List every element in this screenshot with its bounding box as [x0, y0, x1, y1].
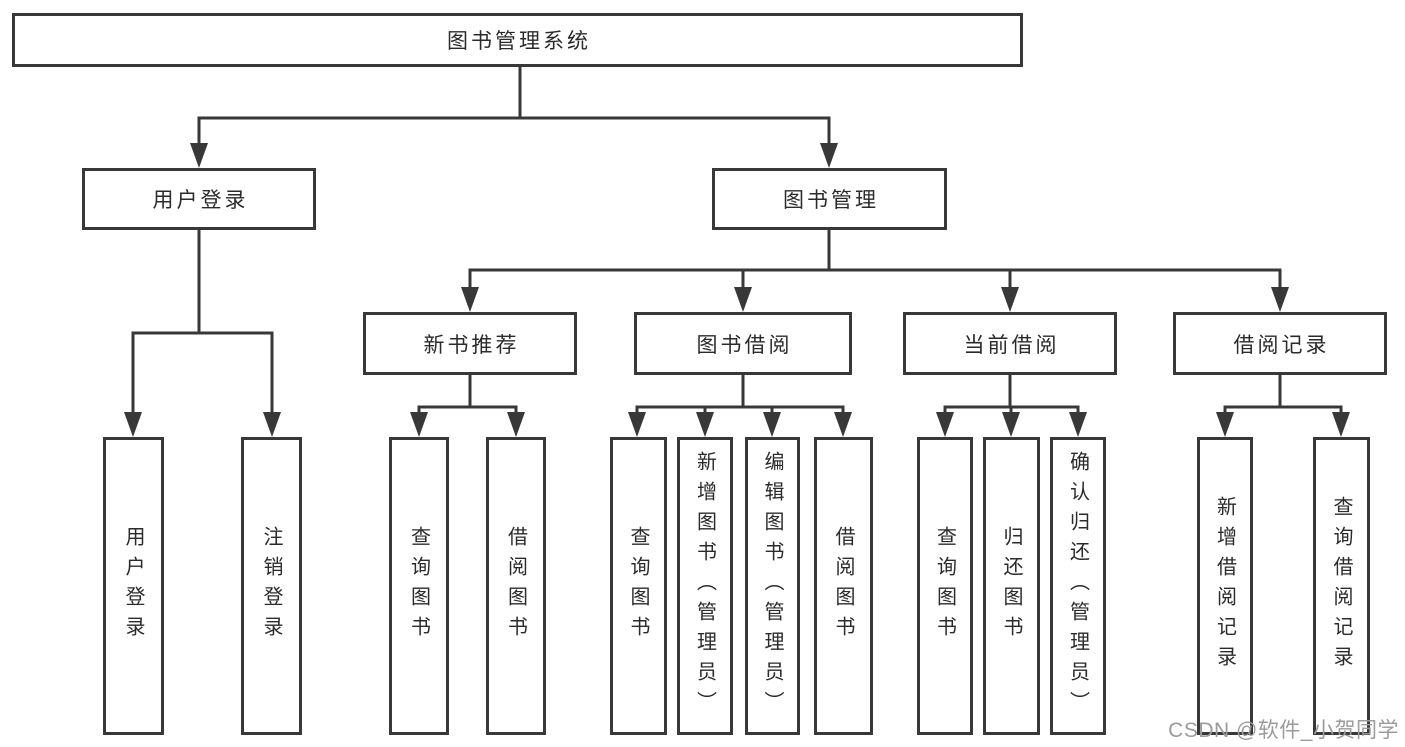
leaf-cb-confirm-return-admin: 确认归还（管理员） [1050, 437, 1106, 735]
node-current-borrowing-label: 当前借阅 [963, 333, 1060, 357]
leaf-bb-edit-books-admin-label: 编辑图书（管理员） [761, 451, 783, 721]
leaf-logout-login-label: 注销登录 [260, 526, 282, 646]
node-new-book-recommend-label: 新书推荐 [423, 333, 520, 357]
leaf-br-add-record-label: 新增借阅记录 [1213, 496, 1236, 676]
leaf-bb-add-books-admin: 新增图书（管理员） [677, 437, 733, 735]
leaf-nb-borrow-books-label: 借阅图书 [504, 526, 527, 646]
leaf-bb-query-books-label: 查询图书 [627, 526, 649, 646]
leaf-br-query-record-label: 查询借阅记录 [1330, 496, 1352, 676]
node-book-borrowing: 图书借阅 [634, 312, 852, 375]
node-root: 图书管理系统 [12, 13, 1023, 67]
connector-path [131, 65, 1343, 415]
node-root-label: 图书管理系统 [447, 30, 591, 53]
node-book-borrowing-label: 图书借阅 [696, 333, 793, 357]
leaf-bb-add-books-admin-label: 新增图书（管理员） [693, 451, 716, 721]
leaf-nb-query-books-label: 查询图书 [407, 526, 430, 646]
leaf-logout-login: 注销登录 [241, 437, 302, 735]
node-book-management: 图书管理 [712, 168, 947, 230]
leaf-cb-query-books-label: 查询图书 [933, 526, 956, 646]
leaf-cb-return-books: 归还图书 [983, 437, 1040, 735]
leaf-bb-borrow-books: 借阅图书 [814, 437, 873, 735]
leaf-bb-borrow-books-label: 借阅图书 [832, 526, 854, 646]
node-user-login-label: 用户登录 [152, 189, 249, 212]
csdn-watermark: CSDN @软件_小贺同学 [1168, 719, 1399, 742]
leaf-nb-query-books: 查询图书 [389, 437, 449, 735]
node-user-login: 用户登录 [82, 168, 316, 230]
leaf-cb-return-books-label: 归还图书 [1000, 526, 1022, 646]
leaf-br-add-record: 新增借阅记录 [1197, 437, 1253, 735]
node-book-management-label: 图书管理 [783, 189, 879, 212]
node-borrowing-records-label: 借阅记录 [1233, 333, 1330, 357]
leaf-cb-query-books: 查询图书 [917, 437, 973, 735]
leaf-user-login: 用户登录 [103, 437, 164, 735]
leaf-user-login-label: 用户登录 [122, 526, 144, 646]
leaf-cb-confirm-return-admin-label: 确认归还（管理员） [1066, 451, 1089, 721]
arrowheads [124, 143, 1350, 437]
leaf-br-query-record: 查询借阅记录 [1313, 437, 1370, 735]
leaf-nb-borrow-books: 借阅图书 [486, 437, 546, 735]
node-borrowing-records: 借阅记录 [1173, 312, 1387, 375]
node-new-book-recommend: 新书推荐 [363, 312, 577, 375]
leaf-bb-edit-books-admin: 编辑图书（管理员） [745, 437, 800, 735]
node-current-borrowing: 当前借阅 [903, 312, 1117, 375]
leaf-bb-query-books: 查询图书 [610, 437, 667, 735]
